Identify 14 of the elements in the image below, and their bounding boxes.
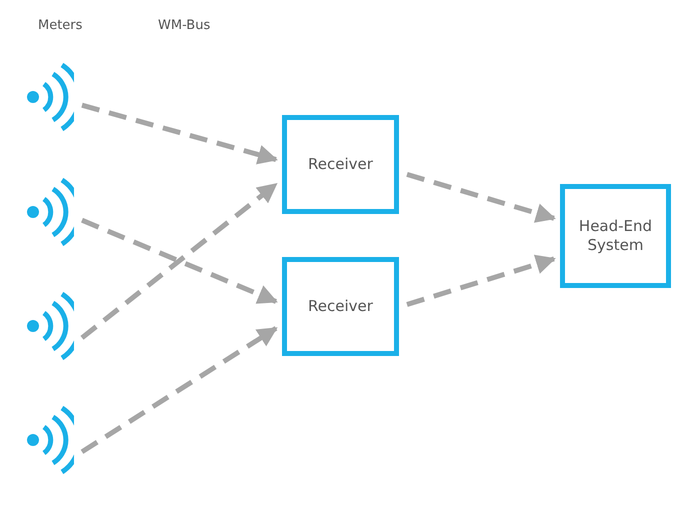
box-label: Receiver	[308, 155, 373, 174]
box-label: Head-End System	[578, 217, 654, 255]
column-heading: Meters	[38, 18, 82, 33]
arrow	[81, 218, 278, 304]
process-box	[282, 115, 399, 214]
process-box	[282, 257, 399, 356]
arrow	[406, 254, 556, 307]
arrow	[80, 326, 278, 454]
arrow	[80, 182, 278, 340]
column-heading: WM-Bus	[158, 18, 210, 33]
arrow	[406, 172, 556, 223]
process-box	[560, 184, 671, 288]
arrow	[81, 102, 278, 164]
box-label: Receiver	[308, 297, 373, 316]
